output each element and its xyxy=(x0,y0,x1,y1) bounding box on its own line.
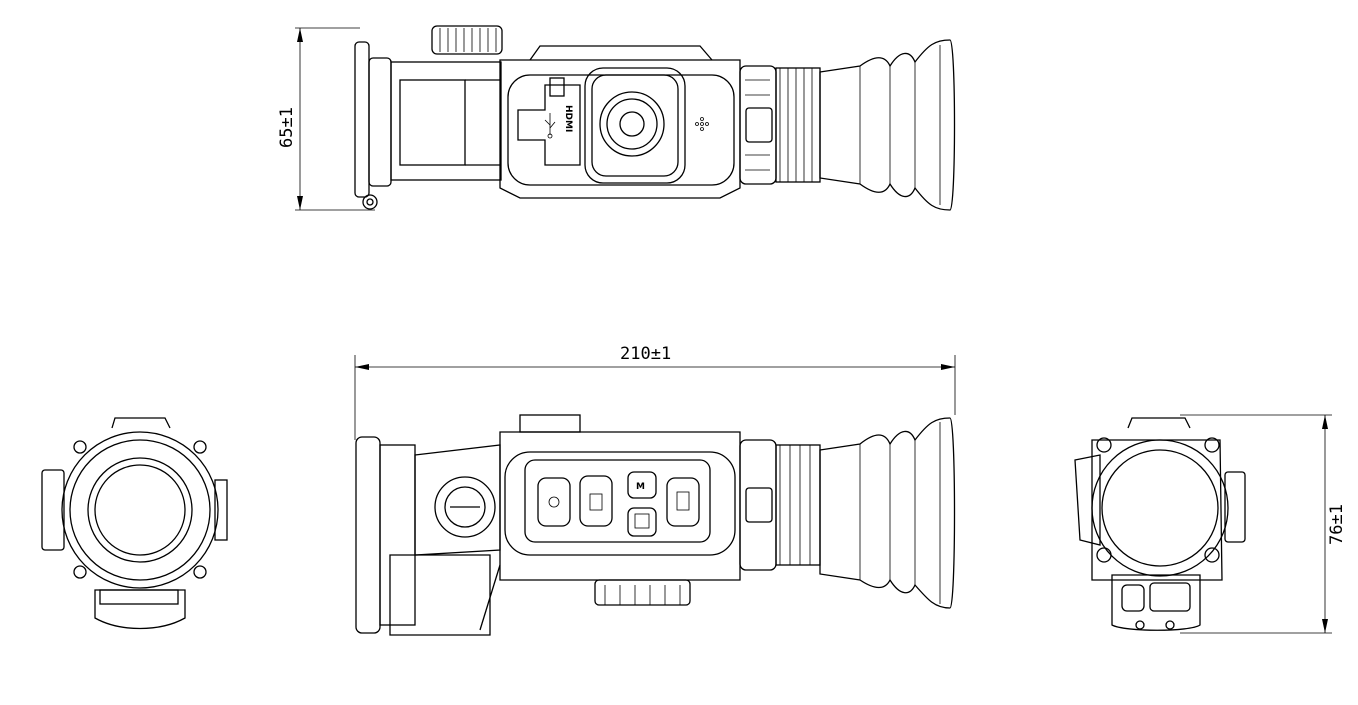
camera-button[interactable] xyxy=(627,507,657,537)
mode-button[interactable] xyxy=(627,471,657,499)
power-icon xyxy=(548,496,560,508)
dimension-label-rear-height: 76±1 xyxy=(1327,504,1347,545)
mode-button-label: M xyxy=(636,482,645,492)
microphone-icon xyxy=(695,117,709,131)
zoom-icon xyxy=(676,491,690,511)
power-button[interactable] xyxy=(537,477,571,527)
menu-icon xyxy=(589,493,603,511)
eyecup xyxy=(819,39,956,211)
front-view xyxy=(41,417,228,630)
zoom-button[interactable] xyxy=(666,477,700,527)
dimension-label-length: 210±1 xyxy=(620,344,671,364)
button-panel xyxy=(524,459,711,543)
side-knob xyxy=(434,476,496,538)
port-cover xyxy=(517,84,581,166)
camera-icon xyxy=(634,513,650,529)
usb-icon xyxy=(544,113,556,139)
top-knob xyxy=(431,25,503,55)
menu-button[interactable] xyxy=(579,475,613,527)
battery-box xyxy=(389,554,491,636)
hdmi-label: HDMI xyxy=(563,105,573,132)
side-view: 210±1 M xyxy=(354,344,956,636)
top-view: 65±1 HDMI xyxy=(277,25,956,211)
dimension-label-height: 65±1 xyxy=(277,107,297,148)
rear-view: 76±1 xyxy=(1074,414,1347,634)
